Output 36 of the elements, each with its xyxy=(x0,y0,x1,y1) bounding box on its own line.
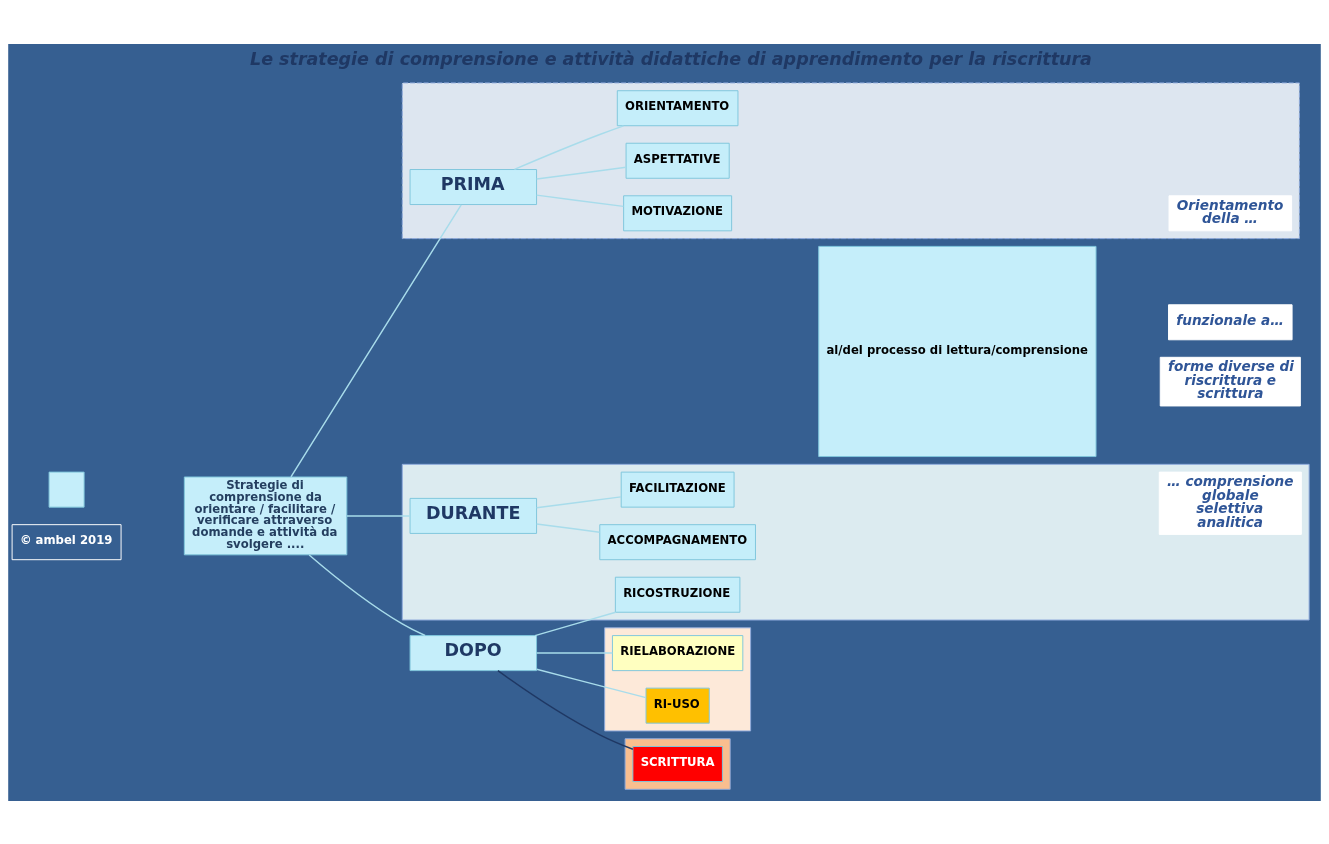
connector xyxy=(534,611,617,636)
node-box: RICOSTRUZIONE xyxy=(614,576,741,613)
node-box: © ambel 2019 xyxy=(11,523,122,560)
node-box: … comprensione globale selettiva analitica xyxy=(1158,471,1302,535)
node-box: DURANTE xyxy=(409,497,538,534)
connector xyxy=(535,668,647,698)
cluster xyxy=(401,463,1310,620)
connector xyxy=(346,514,411,517)
node-box xyxy=(48,471,85,508)
node-box: FACILITAZIONE xyxy=(620,471,735,508)
node-box: MOTIVAZIONE xyxy=(623,194,733,231)
connector xyxy=(497,669,634,750)
node-box: Strategie di comprensione da orientare / facilitare / verificare attraverso domande e attività da svolgere .... xyxy=(183,476,348,555)
node-box: funzionale a… xyxy=(1168,303,1293,340)
connector xyxy=(513,124,625,170)
connector xyxy=(290,203,462,478)
connector xyxy=(535,651,614,654)
node-box: forme diverse di riscrittura e scrittura xyxy=(1159,356,1301,406)
connector xyxy=(308,553,426,636)
node-box: RIELABORAZIONE xyxy=(611,634,744,671)
connector xyxy=(535,166,627,180)
node-box: ACCOMPAGNAMENTO xyxy=(599,523,756,560)
connector xyxy=(535,193,625,207)
node-box: al/del processo di lettura/comprensione xyxy=(818,245,1097,457)
node-box: Orientamento della … xyxy=(1168,194,1293,231)
node-box: SCRITTURA xyxy=(632,745,723,782)
node-box: RI-USO xyxy=(645,687,710,724)
cluster xyxy=(604,626,752,731)
node-box: PRIMA xyxy=(409,168,538,205)
connector xyxy=(535,495,622,509)
node-box: ORIENTAMENTO xyxy=(616,89,739,126)
node-box: DOPO xyxy=(409,634,538,671)
cluster xyxy=(401,81,1300,239)
connector xyxy=(535,522,601,533)
cluster xyxy=(624,737,731,790)
node-box: ASPETTATIVE xyxy=(625,142,730,179)
